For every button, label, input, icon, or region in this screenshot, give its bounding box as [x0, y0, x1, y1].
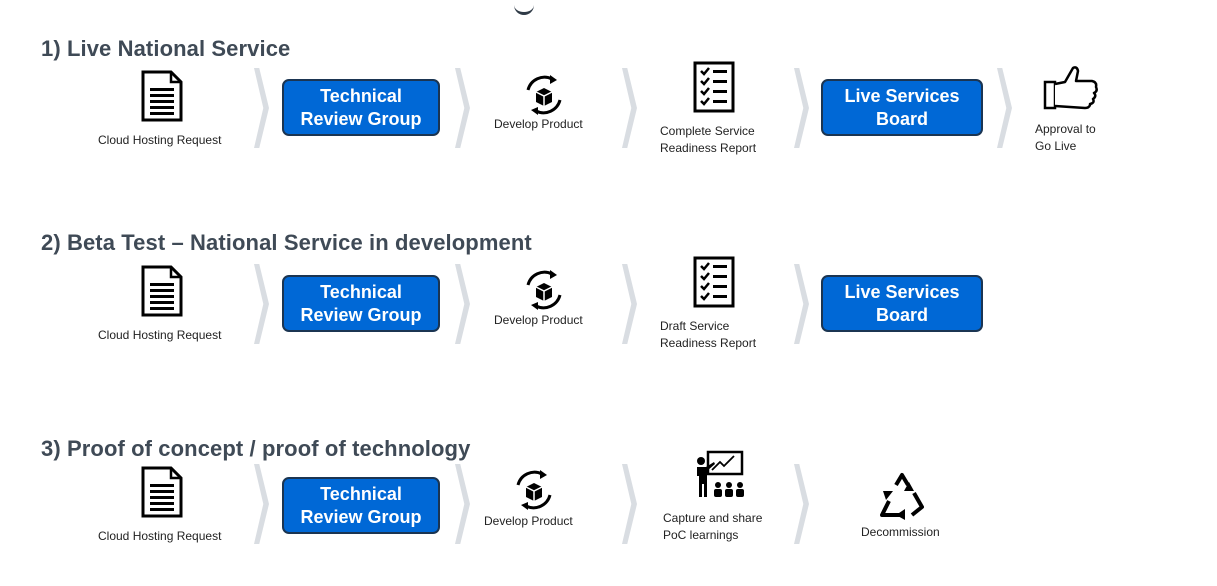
cloud-hosting-request-label: Cloud Hosting Request [98, 328, 222, 342]
box-line-2: Board [875, 304, 928, 325]
approval-label-line-1: Approval to [1035, 122, 1096, 136]
box-line-1: Technical [320, 483, 402, 504]
flow-chevron [794, 264, 809, 344]
cloud-hosting-request-label: Cloud Hosting Request [98, 529, 222, 543]
box-line-2: Board [875, 108, 928, 129]
approval-label-line-2: Go Live [1035, 139, 1077, 153]
checklist-icon [693, 61, 735, 113]
report-label-line-1: Draft Service [660, 319, 730, 333]
box-line-2: Review Group [300, 108, 422, 129]
box-line-1: Technical [320, 281, 402, 302]
develop-cycle-icon [522, 269, 566, 311]
partial-icon-top [514, 4, 534, 15]
section-live-national-service: 1) Live National Service Cloud Hosting R… [0, 36, 1217, 186]
flow-chevron [455, 68, 470, 148]
checklist-icon [693, 256, 735, 308]
develop-product-label: Develop Product [494, 313, 583, 327]
capture-label-line-2: PoC learnings [663, 528, 739, 542]
capture-label-line-1: Capture and share [663, 511, 763, 525]
section-proof-of-concept: 3) Proof of concept / proof of technolog… [0, 436, 1217, 586]
flow-chevron [794, 464, 809, 544]
presentation-icon [694, 450, 750, 500]
flow-chevron [622, 464, 637, 544]
section-beta-test: 2) Beta Test – National Service in devel… [0, 230, 1217, 380]
decommission-label: Decommission [861, 525, 940, 539]
flow-chevron [622, 264, 637, 344]
report-label-line-1: Complete Service [660, 124, 755, 138]
report-label-line-2: Readiness Report [660, 141, 757, 155]
box-line-1: Live Services [844, 85, 960, 106]
thumbs-up-icon [1043, 64, 1099, 112]
document-icon [141, 265, 183, 317]
flow-chevron [794, 68, 809, 148]
technical-review-group-box: Technical Review Group [282, 79, 440, 136]
flow-chevron [622, 68, 637, 148]
section-title: 1) Live National Service [41, 36, 291, 61]
develop-product-label: Develop Product [494, 117, 583, 131]
flow-chevron [254, 264, 269, 344]
flow-chevron [455, 264, 470, 344]
box-line-2: Review Group [300, 304, 422, 325]
flow-chevron [254, 464, 269, 544]
develop-product-label: Develop Product [484, 514, 573, 528]
flow-chevron [254, 68, 269, 148]
recycle-icon [875, 469, 929, 521]
box-line-1: Live Services [844, 281, 960, 302]
cloud-hosting-request-label: Cloud Hosting Request [98, 133, 222, 147]
live-services-board-box: Live Services Board [821, 79, 983, 136]
technical-review-group-box: Technical Review Group [282, 477, 440, 534]
develop-cycle-icon [512, 469, 556, 511]
technical-review-group-box: Technical Review Group [282, 275, 440, 332]
section-title: 3) Proof of concept / proof of technolog… [41, 436, 471, 461]
box-line-1: Technical [320, 85, 402, 106]
live-services-board-box: Live Services Board [821, 275, 983, 332]
flow-chevron [455, 464, 470, 544]
flow-chevron [997, 68, 1012, 148]
develop-cycle-icon [522, 74, 566, 116]
report-label-line-2: Readiness Report [660, 336, 757, 350]
section-title: 2) Beta Test – National Service in devel… [41, 230, 532, 255]
document-icon [141, 466, 183, 518]
document-icon [141, 70, 183, 122]
box-line-2: Review Group [300, 506, 422, 527]
